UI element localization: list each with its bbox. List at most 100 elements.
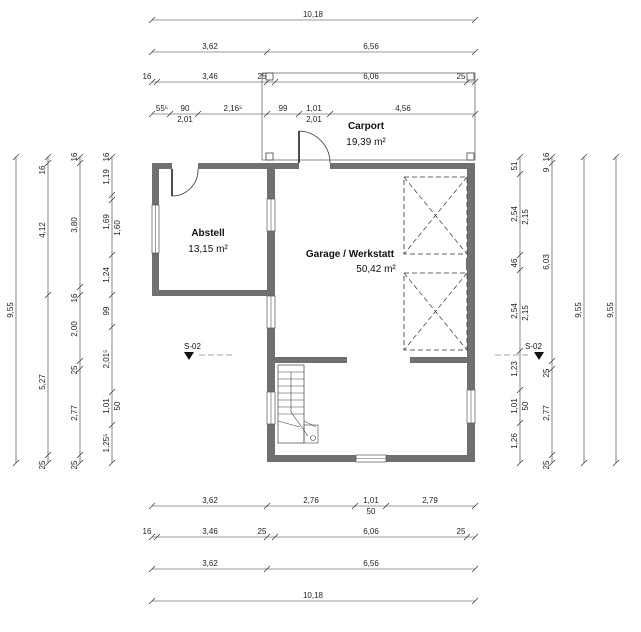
garage-name: Garage / Werkstatt [306, 249, 395, 260]
dim-left-c4-a: 1,19 [102, 169, 111, 185]
right-dimensions: 51 9 16 2,54 2,15 46 2,54 2,15 1,23 1,01… [510, 152, 620, 469]
dim-right-c1-h: 2,15 [521, 305, 530, 321]
dim-right-total-b: 9,55 [606, 302, 615, 318]
carport-area: 19,39 m² [346, 137, 386, 148]
dim-top-r3-f: 4,56 [395, 104, 411, 113]
dim-left-c4-g: 2,01⁵ [102, 350, 111, 369]
dim-left-c4-f: 99 [102, 306, 111, 315]
abstell-area: 13,15 m² [188, 244, 228, 255]
dim-left-c3-d: 2,00 [70, 321, 79, 337]
section-label-left: S-02 [184, 342, 201, 351]
dim-top-r3-e: 1,01 [306, 104, 322, 113]
section-marker-right: S-02 [495, 342, 544, 360]
dim-left-c4-e: 1,24 [102, 267, 111, 283]
dim-bot-b1-sub: 50 [367, 507, 376, 516]
dim-top-r3-b: 90 [181, 104, 190, 113]
dim-top-total: 10,18 [303, 10, 324, 19]
wall [275, 163, 299, 169]
abstell-name: Abstell [191, 228, 225, 239]
wall [410, 357, 467, 363]
dim-top-r1-a: 3,62 [202, 42, 218, 51]
dim-top-r2-b: 3,46 [202, 72, 218, 81]
dim-bot-b2-b: 3,46 [202, 527, 218, 536]
wall [198, 163, 275, 169]
dim-bot-b1-c: 1,01 [363, 496, 379, 505]
dim-bot-total: 10,18 [303, 591, 324, 600]
wall [467, 163, 475, 460]
walls [152, 163, 475, 462]
dim-left-c3-c: 16 [70, 293, 79, 302]
carport-post [466, 152, 475, 161]
dim-right-c1-c: 16 [542, 152, 551, 161]
dim-bot-b1-a: 3,62 [202, 496, 218, 505]
dim-left-c4-c: 1,69 [102, 214, 111, 230]
dim-right-c1-g: 2,54 [510, 303, 519, 319]
dim-right-c2-a: 6,03 [542, 254, 551, 270]
garage-door-panel [403, 272, 468, 351]
dim-top-r3-sub-b: 2,01 [306, 115, 322, 124]
section-marker-left: S-02 [184, 342, 235, 360]
dim-bot-b2-e: 25 [457, 527, 466, 536]
carport-post [265, 72, 274, 81]
wall [152, 290, 274, 296]
dim-left-c2-b: 4,12 [38, 222, 47, 238]
wall [386, 455, 475, 462]
dim-right-c1-b: 9 [542, 167, 551, 172]
dim-top-r2-a: 16 [143, 72, 152, 81]
garage-door-panels [403, 176, 468, 351]
door-swing [171, 168, 199, 197]
dim-left-c3-b: 3,80 [70, 217, 79, 233]
dim-left-c4-h: 1,01 [102, 398, 111, 414]
left-dimensions: 9,55 16 4,12 5,27 25 16 3,80 16 2,00 25 … [6, 152, 122, 469]
dim-left-c3-e: 25 [70, 365, 79, 374]
carport-name: Carport [348, 121, 385, 132]
dim-right-c1-l: 1,26 [510, 433, 519, 449]
wall [152, 163, 172, 169]
dim-left-c2-d: 25 [38, 460, 47, 469]
dim-left-c4-d: 1,60 [113, 220, 122, 236]
dim-bot-b2-c: 25 [258, 527, 267, 536]
wall [330, 163, 475, 169]
dim-top-r2-d: 6,06 [363, 72, 379, 81]
openings [151, 130, 476, 463]
garage-door-panel [403, 176, 468, 255]
section-label-right: S-02 [525, 342, 542, 351]
dim-left-c3-a: 16 [70, 152, 79, 161]
dim-left-c4-b: 16 [102, 152, 111, 161]
dim-left-c2-a: 16 [38, 165, 47, 174]
carport-outline [261, 72, 476, 161]
section-arrow-icon [184, 352, 194, 360]
carport-post [265, 152, 274, 161]
dim-top-r2-e: 25 [457, 72, 466, 81]
dim-top-r3-sub-a: 2,01 [177, 115, 193, 124]
dim-right-c1-a: 51 [510, 161, 519, 170]
dim-right-c1-j: 1,01 [510, 398, 519, 414]
dim-right-c2-c: 2,77 [542, 405, 551, 421]
section-arrow-icon [534, 352, 544, 360]
dim-right-total-a: 9,55 [574, 302, 583, 318]
dim-top-r1-b: 6,56 [363, 42, 379, 51]
dim-right-c1-e: 2,15 [521, 209, 530, 225]
dim-top-r3-c: 2,16⁵ [224, 104, 243, 113]
dim-right-c1-d: 2,54 [510, 206, 519, 222]
room-labels: Carport 19,39 m² Abstell 13,15 m² Garage… [188, 121, 396, 275]
garage-area: 50,42 m² [356, 264, 396, 275]
dim-bot-b1-d: 2,79 [422, 496, 438, 505]
carport-post [466, 72, 475, 81]
dim-left-c4-j: 1,25⁵ [102, 434, 111, 453]
dim-right-c2-b: 25 [542, 368, 551, 377]
door-swing [298, 130, 331, 164]
top-dimensions: 10,18 3,62 6,56 16 3,46 25 6,06 25 55⁵ 9… [143, 10, 479, 124]
dim-bot-b3-a: 3,62 [202, 559, 218, 568]
dim-right-c1-k: 50 [521, 401, 530, 410]
wall [275, 357, 347, 363]
bottom-dimensions: 3,62 2,76 1,01 2,79 50 16 3,46 25 6,06 2… [143, 496, 479, 605]
dim-top-r3-d: 99 [279, 104, 288, 113]
dim-top-r3-a: 55⁵ [156, 104, 168, 113]
dim-left-c2-c: 5,27 [38, 374, 47, 390]
dim-bot-b1-b: 2,76 [303, 496, 319, 505]
wall [466, 258, 475, 270]
dim-right-c2-d: 25 [542, 460, 551, 469]
dim-right-c1-f: 46 [510, 258, 519, 267]
